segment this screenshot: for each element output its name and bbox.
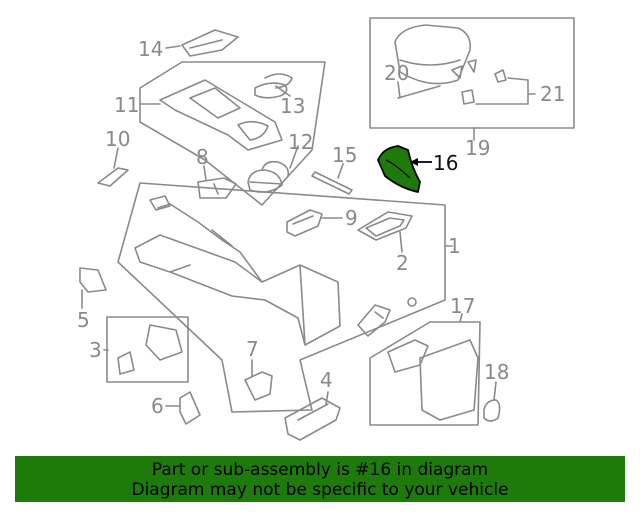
part-11-console-top — [159, 79, 283, 151]
callout-18[interactable]: 18 — [484, 360, 509, 384]
callout-2[interactable]: 2 — [396, 251, 409, 275]
callout-4[interactable]: 4 — [320, 368, 333, 392]
part-9 — [286, 209, 323, 237]
callout-17[interactable]: 17 — [450, 294, 475, 318]
parts-diagram: 14 11 13 10 12 8 15 9 1 2 17 5 3 7 18 4 … — [77, 17, 575, 441]
callout-8[interactable]: 8 — [196, 145, 209, 169]
part-7 — [244, 371, 273, 401]
part-6 — [179, 391, 201, 425]
part-19-armrest — [394, 24, 472, 85]
part-17 — [387, 339, 479, 421]
part-1-bracket — [149, 195, 171, 211]
part-10 — [97, 167, 129, 187]
leader-20 — [397, 81, 401, 99]
part-2 — [357, 211, 413, 241]
part-19-hinge — [451, 59, 477, 79]
assembly-3-outline — [106, 316, 189, 383]
part-8 — [197, 177, 237, 199]
callout-19[interactable]: 19 — [465, 136, 490, 160]
callout-13[interactable]: 13 — [280, 94, 305, 118]
callout-7[interactable]: 7 — [246, 337, 259, 361]
leader-14 — [165, 45, 181, 49]
assembly-11-outline — [139, 61, 326, 206]
callout-6[interactable]: 6 — [151, 394, 164, 418]
assembly-19-outline — [369, 17, 575, 129]
callout-9[interactable]: 9 — [345, 206, 358, 230]
callout-16[interactable]: 16 — [433, 151, 458, 175]
assembly-17-outline — [369, 321, 481, 426]
banner-line-2: Diagram may not be specific to your vehi… — [131, 480, 509, 500]
leader-16-arrow — [410, 158, 418, 166]
part-5 — [79, 267, 107, 293]
part-18 — [483, 399, 501, 422]
part-3 — [117, 324, 183, 375]
leader-8 — [203, 165, 207, 181]
callout-14[interactable]: 14 — [138, 37, 163, 61]
part-20 — [397, 85, 441, 99]
assembly-1-outline — [117, 182, 446, 413]
part-13 — [254, 73, 293, 99]
part-14 — [181, 29, 239, 57]
leader-10 — [113, 147, 119, 169]
leader-4 — [325, 391, 329, 405]
banner-line-1: Part or sub-assembly is #16 in diagram — [151, 460, 489, 480]
callout-20[interactable]: 20 — [384, 61, 409, 85]
callout-5[interactable]: 5 — [77, 308, 90, 332]
part-1-clip — [357, 304, 391, 337]
part-1-console-body — [134, 203, 341, 346]
callout-21[interactable]: 21 — [540, 82, 565, 106]
part-12 — [247, 160, 290, 193]
callout-1[interactable]: 1 — [448, 234, 461, 258]
leader-18 — [493, 381, 497, 401]
part-15 — [311, 171, 353, 195]
callout-15[interactable]: 15 — [332, 143, 357, 167]
leader-15 — [337, 163, 344, 179]
leader-17 — [459, 313, 463, 323]
part-16-highlighted[interactable] — [377, 145, 421, 193]
callout-11[interactable]: 11 — [114, 93, 139, 117]
leader-12 — [289, 145, 299, 169]
leader-13 — [275, 85, 291, 97]
leader-2 — [399, 231, 403, 253]
leader-21 — [475, 77, 536, 105]
callout-12[interactable]: 12 — [288, 130, 313, 154]
info-banner: Part or sub-assembly is #16 in diagram D… — [15, 456, 625, 502]
part-1-plug — [407, 297, 417, 307]
callout-10[interactable]: 10 — [105, 127, 130, 151]
callout-3[interactable]: 3 — [89, 338, 102, 362]
part-21 — [461, 69, 507, 105]
part-4 — [284, 397, 341, 441]
